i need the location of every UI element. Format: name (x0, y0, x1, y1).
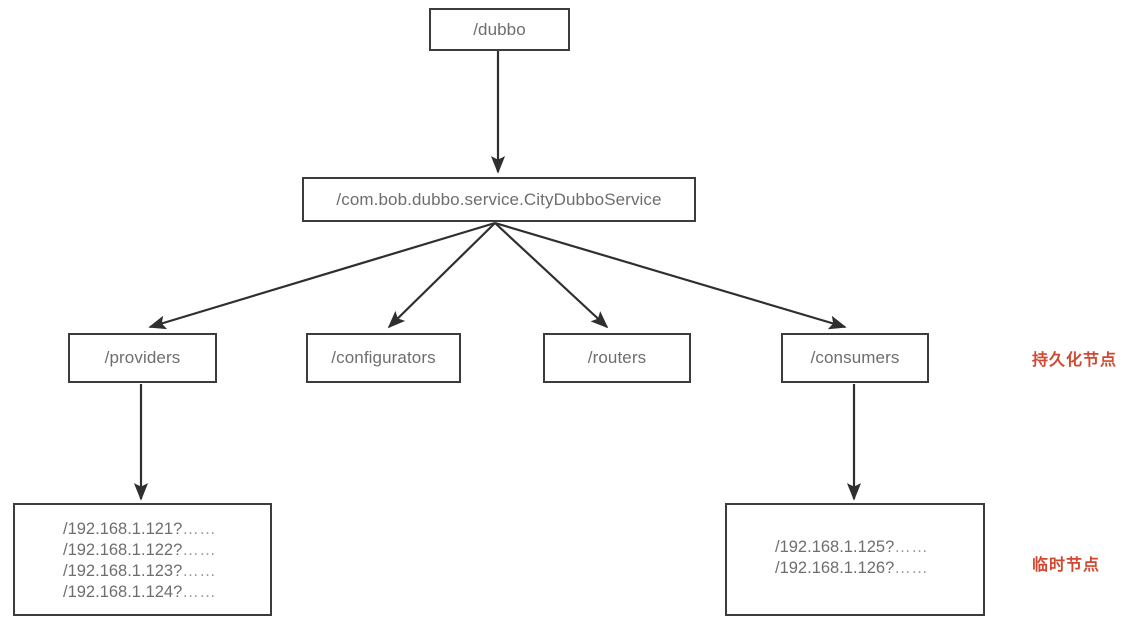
instance-item: /192.168.1.124?…… (63, 582, 270, 603)
node-providers[interactable]: /providers (68, 333, 217, 383)
instance-ellipsis: …… (182, 583, 217, 601)
node-consumers[interactable]: /consumers (781, 333, 929, 383)
node-configurators-label: /configurators (331, 348, 436, 368)
edge-service-to-configurators (387, 222, 496, 329)
instance-item: /192.168.1.125?…… (775, 537, 983, 558)
edge-service-to-providers (148, 221, 496, 330)
edge-service-to-consumers (494, 221, 847, 330)
instance-ellipsis: …… (182, 520, 217, 538)
instance-item: /192.168.1.126?…… (775, 558, 983, 579)
instance-ellipsis: …… (894, 559, 929, 577)
annotation-ephemeral-node: 临时节点 (1032, 557, 1101, 574)
node-root-dubbo[interactable]: /dubbo (429, 8, 570, 51)
consumer-instance-list: /192.168.1.125?……/192.168.1.126?…… (727, 537, 983, 579)
instance-address: /192.168.1.123? (63, 562, 183, 580)
node-service[interactable]: /com.bob.dubbo.service.CityDubboService (302, 177, 696, 222)
instance-ellipsis: …… (894, 538, 929, 556)
node-root-label: /dubbo (473, 19, 526, 39)
leaf-provider-instances[interactable]: /192.168.1.121?……/192.168.1.122?……/192.1… (13, 503, 272, 616)
node-service-label: /com.bob.dubbo.service.CityDubboService (336, 189, 662, 209)
instance-ellipsis: …… (182, 562, 217, 580)
instance-ellipsis: …… (182, 541, 217, 559)
node-routers-label: /routers (587, 348, 647, 368)
instance-address: /192.168.1.125? (775, 538, 895, 556)
node-routers[interactable]: /routers (543, 333, 691, 383)
annotation-persistent-node: 持久化节点 (1032, 352, 1118, 369)
node-providers-label: /providers (104, 348, 181, 368)
instance-address: /192.168.1.126? (775, 559, 895, 577)
instance-item: /192.168.1.121?…… (63, 519, 270, 540)
instance-item: /192.168.1.123?…… (63, 561, 270, 582)
instance-address: /192.168.1.121? (63, 520, 183, 538)
edge-service-to-routers (494, 222, 609, 329)
instance-address: /192.168.1.122? (63, 541, 183, 559)
node-configurators[interactable]: /configurators (306, 333, 461, 383)
provider-instance-list: /192.168.1.121?……/192.168.1.122?……/192.1… (15, 519, 270, 603)
leaf-consumer-instances[interactable]: /192.168.1.125?……/192.168.1.126?…… (725, 503, 985, 616)
instance-item: /192.168.1.122?…… (63, 540, 270, 561)
node-consumers-label: /consumers (810, 348, 900, 368)
instance-address: /192.168.1.124? (63, 583, 183, 601)
